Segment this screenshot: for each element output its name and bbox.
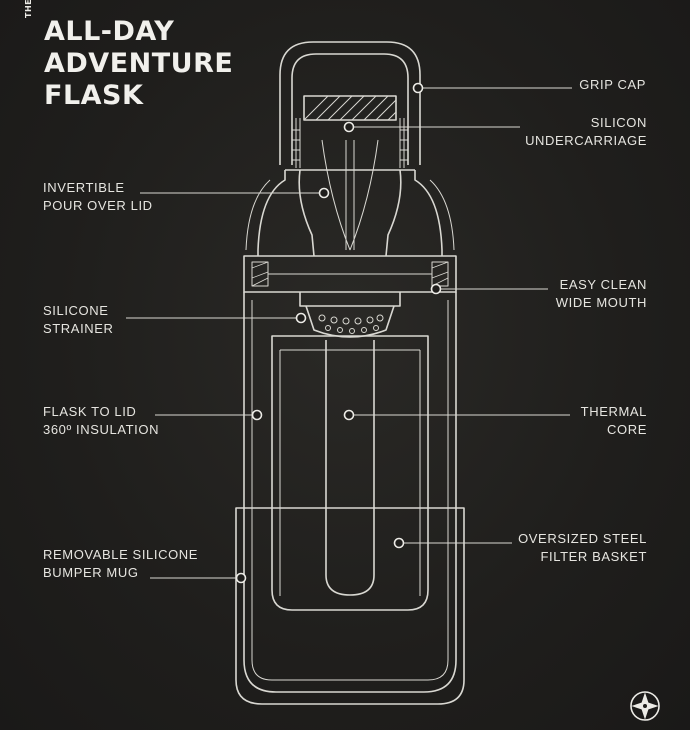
flask-outline [235,41,465,705]
dot-wide-mouth [430,283,442,295]
dot-filter-basket [393,537,405,549]
grip-cap-text: GRIP CAP [579,77,646,92]
dot-strainer [295,312,307,324]
strainer-holes [318,314,384,334]
silicon-undercarriage-line1: SILICON [590,115,647,130]
dot-thermal-core [343,409,355,421]
wide-mouth-line1: EASY CLEAN [559,277,647,292]
strainer-line2: STRAINER [43,321,114,336]
label-silicon-undercarriage: SILICON UNDERCARRIAGE [525,114,647,150]
label-removable-silicone-bumper-mug: REMOVABLE SILICONE BUMPER MUG [43,546,198,582]
label-easy-clean-wide-mouth: EASY CLEAN WIDE MOUTH [556,276,647,312]
bumper-mug-line1: REMOVABLE SILICONE [43,547,199,562]
dot-bumper-mug [235,572,247,584]
label-silicone-strainer: SILICONE STRAINER [43,302,114,338]
silicon-undercarriage-line2: UNDERCARRIAGE [525,133,647,148]
invertible-lid-line2: POUR OVER LID [43,198,153,213]
title-line-1: ALL-DAY [44,16,175,47]
invertible-lid-line1: INVERTIBLE [43,180,125,195]
strainer-line1: SILICONE [43,303,109,318]
filter-basket-line1: OVERSIZED STEEL [518,531,647,546]
thermal-core-line1: THERMAL [580,404,647,419]
title-line-2: ADVENTURE [44,48,234,79]
label-flask-to-lid-insulation: FLASK TO LID 360º INSULATION [43,403,159,439]
title-line-3: FLASK [44,80,144,111]
dot-invertible-lid [318,187,330,199]
callout-dots [235,82,442,584]
label-thermal-core: THERMAL CORE [581,403,647,439]
wide-mouth-line2: WIDE MOUTH [555,295,647,310]
flask-to-lid-line1: FLASK TO LID [43,404,137,419]
bumper-mug-line2: BUMPER MUG [43,565,139,580]
filter-basket-line2: FILTER BASKET [540,549,647,564]
label-grip-cap: GRIP CAP [579,76,646,94]
thermal-core-line2: CORE [607,422,647,437]
compass-logo-icon [630,691,660,721]
dot-flask-to-lid [251,409,263,421]
dot-grip-cap [412,82,424,94]
label-invertible-pour-over-lid: INVERTIBLE POUR OVER LID [43,179,153,215]
label-oversized-steel-filter-basket: OVERSIZED STEEL FILTER BASKET [518,530,647,566]
leader-lines [126,87,572,579]
dot-silicon-undercarriage [343,121,355,133]
flask-to-lid-line2: 360º INSULATION [43,422,160,437]
